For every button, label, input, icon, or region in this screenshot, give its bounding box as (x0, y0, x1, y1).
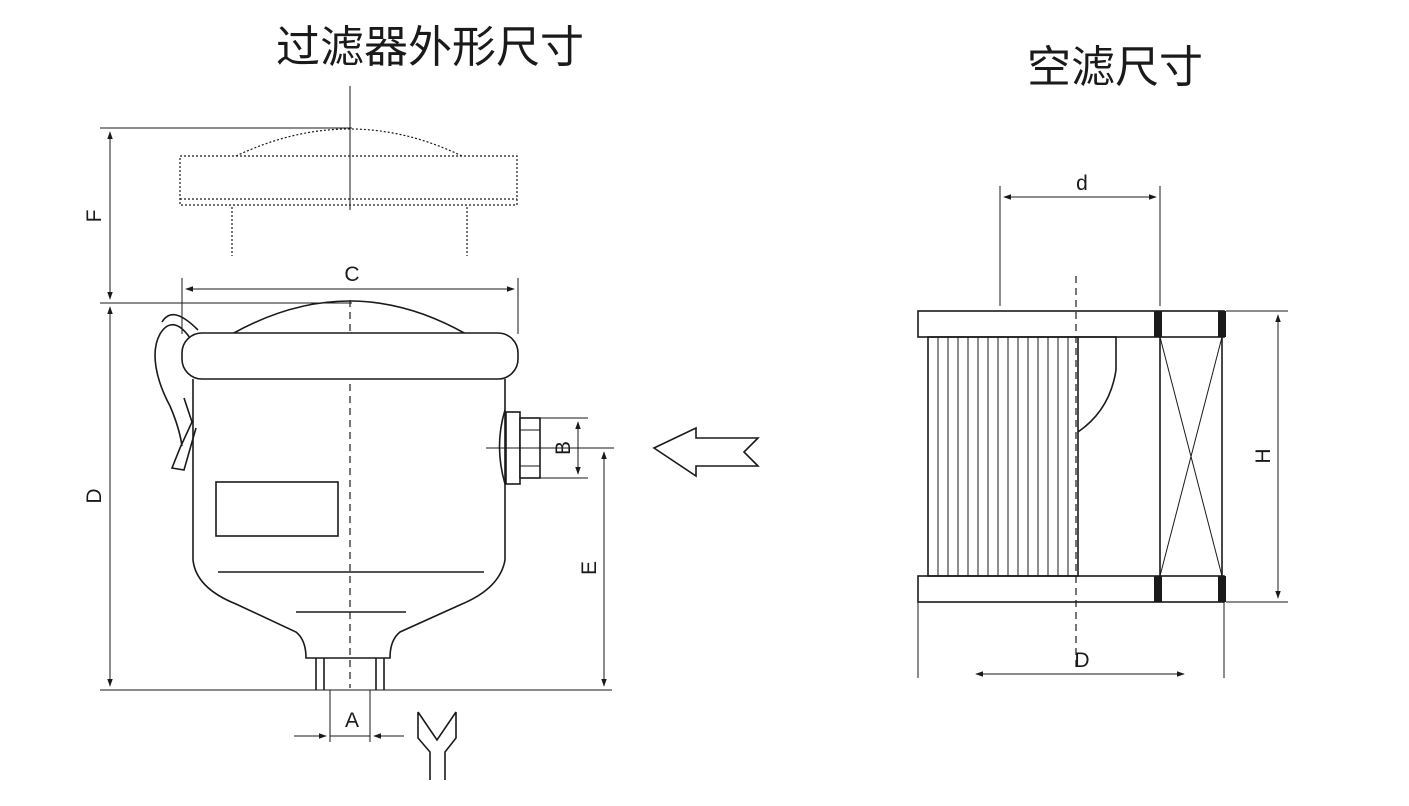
label-d-housing: D (83, 488, 106, 503)
inlet-flow-arrow (652, 426, 760, 478)
label-h: H (1252, 448, 1275, 463)
label-f: F (83, 210, 106, 223)
element-bottom-cap (917, 575, 1225, 603)
side-inlet-fitting (498, 409, 541, 485)
exploded-lid (179, 128, 518, 256)
bottom-outlet-pipe (315, 658, 385, 690)
dimension-d-outer: D (917, 602, 1225, 678)
bail-handle (154, 313, 199, 471)
dimension-e: E (486, 447, 614, 687)
gasket-bottom-left (1154, 576, 1162, 602)
pleated-media (927, 336, 1117, 577)
dimension-f: F (83, 127, 352, 304)
element-dimensions-title: 空滤尺寸 (1027, 42, 1203, 93)
label-c: C (344, 263, 359, 286)
lid-rim (181, 332, 519, 380)
label-d-inner: d (1076, 172, 1088, 195)
housing-body (192, 379, 506, 659)
label-a: A (345, 709, 359, 732)
dimension-d-inner: d (999, 172, 1161, 306)
dimension-a: A (294, 690, 404, 742)
label-e: E (578, 561, 601, 575)
filter-housing-drawing: F C D B E (83, 86, 760, 780)
gasket-bottom-right (1218, 576, 1226, 602)
gasket-top-left (1154, 311, 1162, 337)
dimension-h: H (1226, 310, 1288, 603)
gasket-top-right (1218, 311, 1226, 337)
outlet-flow-arrow (417, 711, 457, 780)
lid-dome (231, 300, 467, 335)
element-section-view (1154, 311, 1226, 602)
name-plate (215, 481, 339, 537)
filter-element-drawing: d H D (917, 172, 1288, 678)
element-top-cap (917, 310, 1225, 338)
housing-dimensions-title: 过滤器外形尺寸 (276, 22, 584, 73)
dimension-d-housing: D (83, 306, 612, 691)
dimension-c: C (181, 263, 519, 334)
label-d-outer: D (1074, 649, 1089, 672)
